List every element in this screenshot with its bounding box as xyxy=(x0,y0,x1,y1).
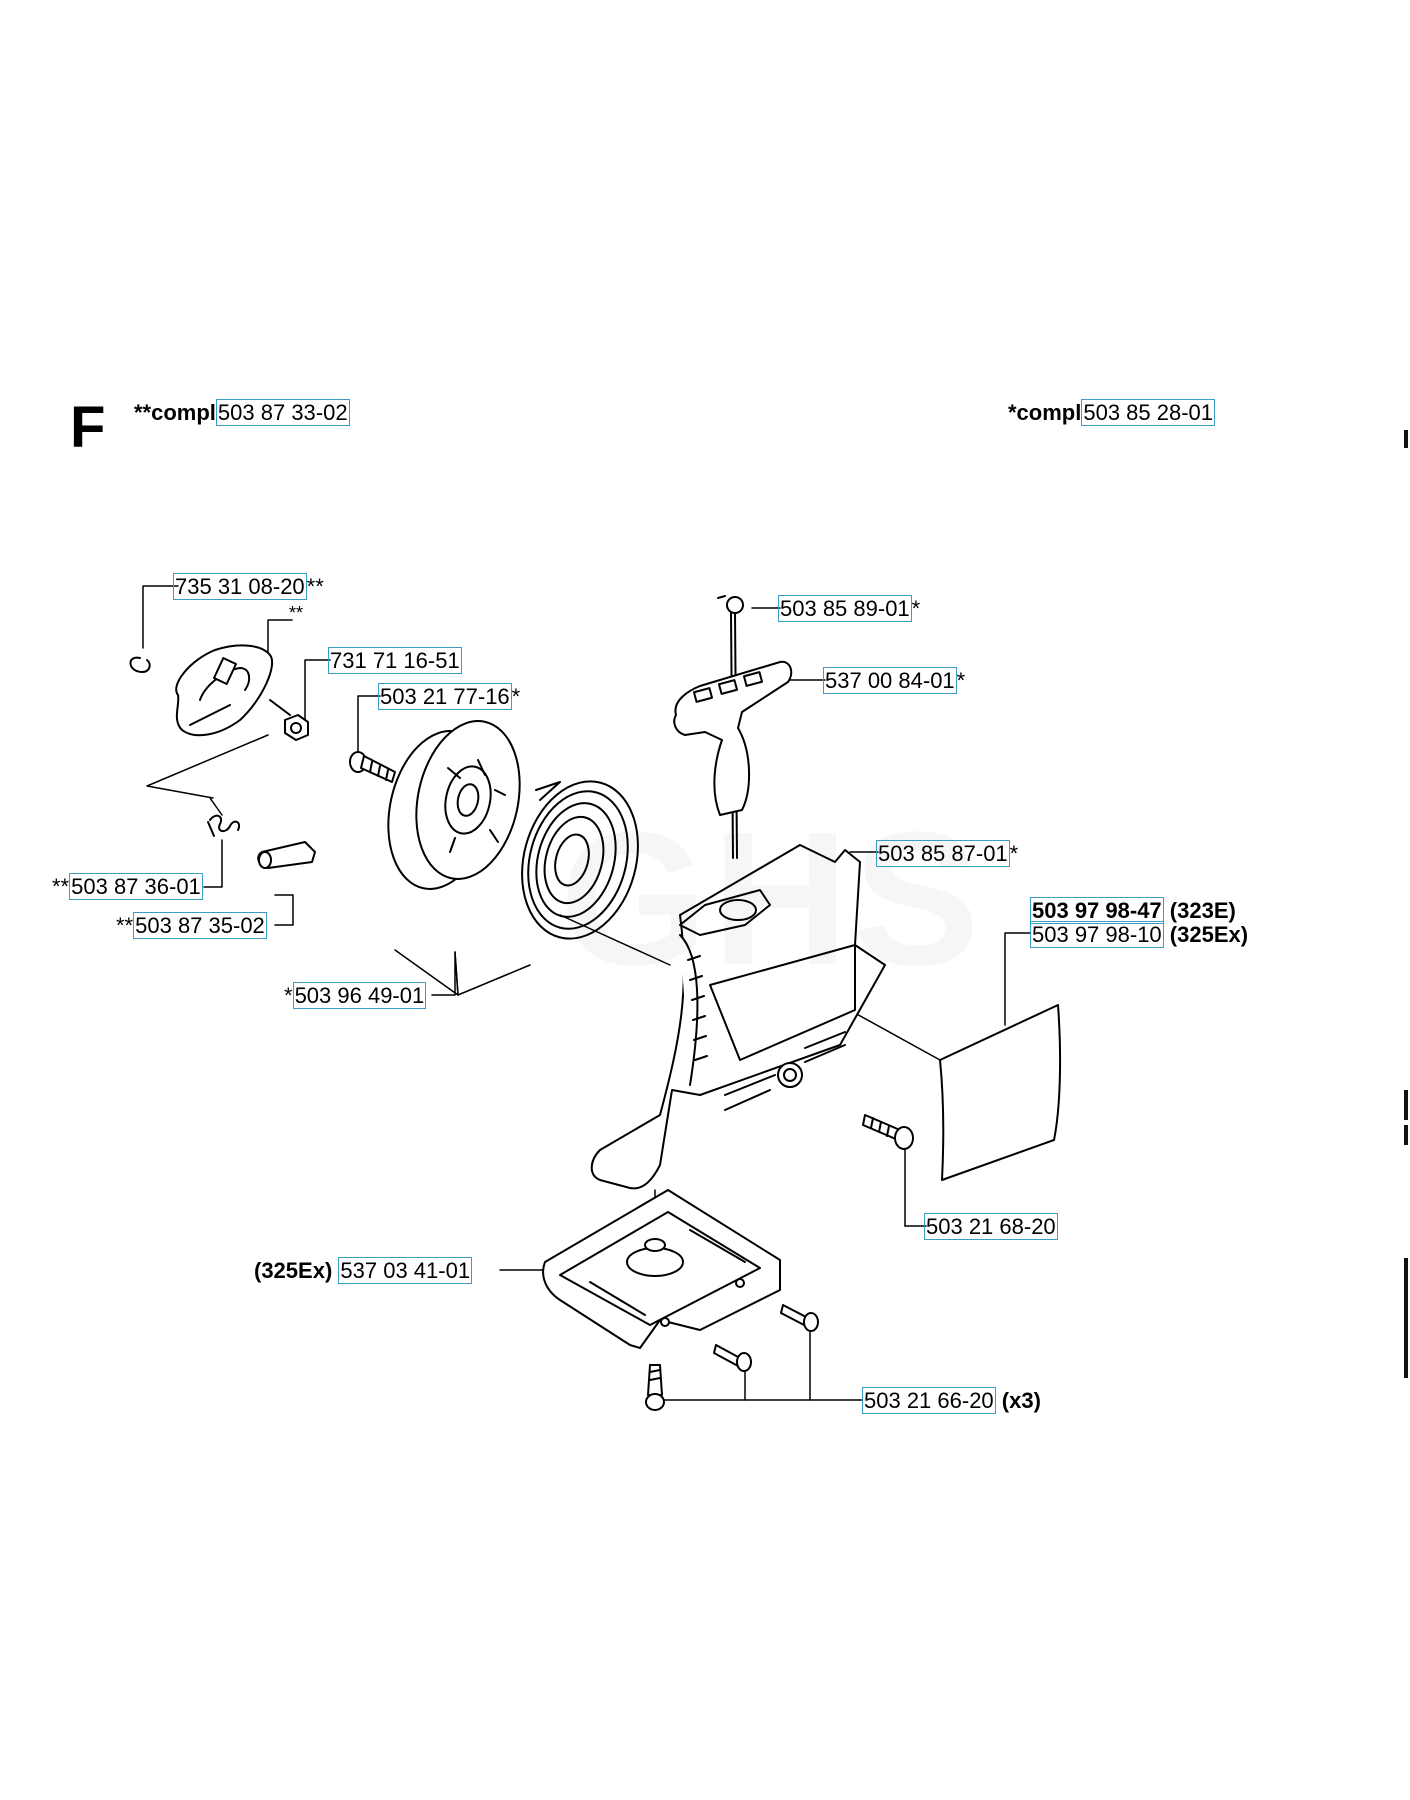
decal-shape xyxy=(939,1004,1062,1181)
part-number-link[interactable]: 503 87 36-01 xyxy=(69,873,203,900)
watermark: GHS xyxy=(560,790,984,1008)
edge-mark xyxy=(1404,1258,1408,1378)
starter-pulley-shape xyxy=(387,720,521,890)
part-number-link[interactable]: 503 96 49-01 xyxy=(292,982,427,1009)
callout-cover-asterisks: ** xyxy=(289,603,304,623)
callout-503-96-49-01: *503 96 49-01 xyxy=(284,982,427,1009)
part-number-link[interactable]: 731 71 16-51 xyxy=(328,647,462,674)
section-letter: F xyxy=(70,395,106,460)
compl-prefix: **compl xyxy=(134,400,216,425)
callout-503-21-66-20: 503 21 66-20 (x3) xyxy=(862,1387,1041,1414)
callout-503-85-87-01: 503 85 87-01* xyxy=(876,840,1019,867)
recoil-spring-shape xyxy=(521,780,639,940)
callout-503-85-89-01: 503 85 89-01* xyxy=(778,595,921,622)
starter-housing-shape xyxy=(590,844,886,1190)
circlip-shape xyxy=(129,656,151,673)
part-number-link[interactable]: 503 87 33-02 xyxy=(215,399,350,426)
callout-735-31-08-20: 735 31 08-20** xyxy=(173,573,324,600)
part-number-link[interactable]: 735 31 08-20 xyxy=(173,573,307,600)
part-number-link[interactable]: 503 21 68-20 xyxy=(924,1213,1058,1240)
callout-503-21-68-20: 503 21 68-20 xyxy=(924,1213,1058,1240)
header-right-label: *compl503 85 28-01 xyxy=(1008,399,1216,426)
part-number-link[interactable]: 503 85 89-01 xyxy=(778,595,912,622)
edge-mark xyxy=(1404,430,1408,448)
callout-503-87-36-01: **503 87 36-01 xyxy=(52,873,203,900)
pawl-shape xyxy=(257,841,316,869)
part-number-link[interactable]: 503 85 87-01 xyxy=(876,840,1010,867)
compl-prefix: *compl xyxy=(1008,400,1082,425)
part-number-link[interactable]: 503 21 66-20 xyxy=(862,1387,996,1414)
part-number-link[interactable]: 503 85 28-01 xyxy=(1081,399,1216,426)
part-number-link[interactable]: 503 97 98-10 xyxy=(1030,921,1164,948)
callout-731-71-16-51: 731 71 16-51 xyxy=(328,647,462,674)
header-left-label: **compl503 87 33-02 xyxy=(134,399,350,426)
callout-503-97-98-47: 503 97 98-47 (323E) xyxy=(1030,897,1236,924)
pawl-spring-shape xyxy=(207,814,240,837)
cover-plate-shape xyxy=(175,644,291,737)
edge-mark xyxy=(1404,1090,1408,1120)
callout-503-97-98-10: 503 97 98-10 (325Ex) xyxy=(1030,921,1249,948)
part-number-link[interactable]: 503 21 77-16 xyxy=(378,683,512,710)
callout-537-00-84-01: 537 00 84-01* xyxy=(823,667,966,694)
bracket-plate-shape xyxy=(542,1189,781,1349)
callout-503-21-77-16: 503 21 77-16* xyxy=(378,683,521,710)
bracket-screw-2 xyxy=(713,1344,752,1372)
bracket-screw-1 xyxy=(780,1304,819,1332)
callout-537-03-41-01: (325Ex) 537 03 41-01 xyxy=(254,1257,473,1284)
bracket-screw-3 xyxy=(645,1364,665,1411)
rope-handle-shape xyxy=(673,595,793,859)
nut-shape xyxy=(284,714,309,741)
part-number-link[interactable]: 503 87 35-02 xyxy=(133,912,267,939)
screw-shape xyxy=(349,751,396,783)
part-number-link[interactable]: 503 97 98-47 xyxy=(1030,897,1164,924)
part-number-link[interactable]: 537 00 84-01 xyxy=(823,667,957,694)
callout-503-87-35-02: **503 87 35-02 xyxy=(116,912,267,939)
part-number-link[interactable]: 537 03 41-01 xyxy=(338,1257,473,1284)
housing-screw-shape xyxy=(862,1114,914,1150)
edge-mark xyxy=(1404,1125,1408,1145)
